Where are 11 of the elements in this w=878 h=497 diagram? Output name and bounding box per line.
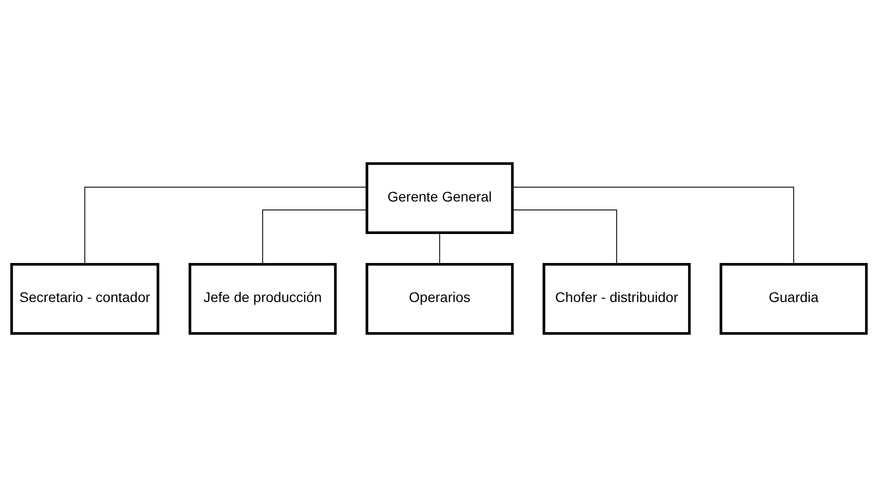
connector xyxy=(262,210,368,265)
node-box: Gerente General xyxy=(366,162,514,234)
node-box: Guardia xyxy=(720,262,868,335)
node-box: Chofer - distribuidor xyxy=(542,262,691,335)
node-box: Jefe de producción xyxy=(188,262,337,335)
node-box: Operarios xyxy=(366,262,514,335)
connector xyxy=(512,210,618,265)
node-box: Secretario - contador xyxy=(10,262,160,335)
connector xyxy=(439,232,440,265)
connector xyxy=(84,186,367,265)
connector xyxy=(512,186,794,265)
